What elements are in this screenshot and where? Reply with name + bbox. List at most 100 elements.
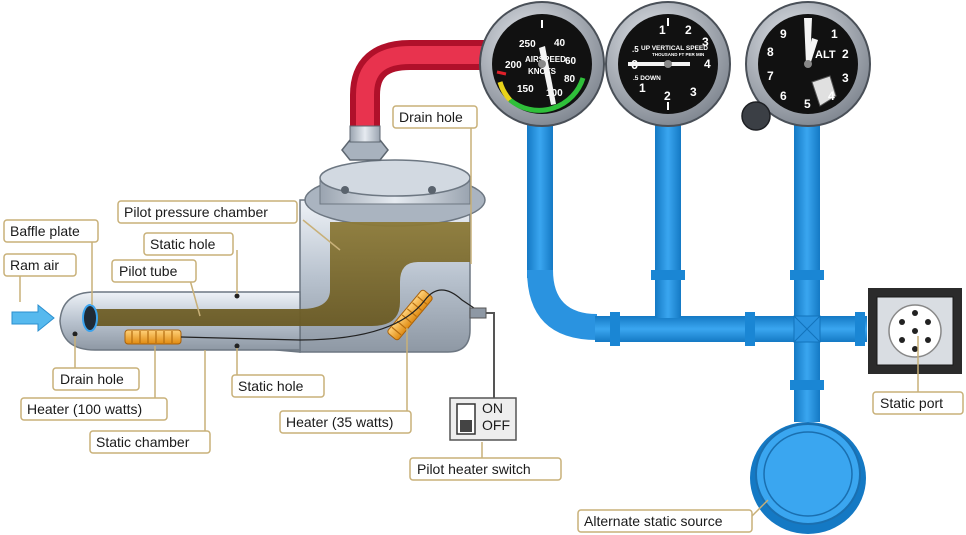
alt-num-8: 8 bbox=[767, 45, 774, 59]
airspeed-num-250: 250 bbox=[519, 39, 536, 50]
static-port-hole bbox=[925, 319, 931, 325]
label-alternate-static-source: Alternate static source bbox=[577, 509, 753, 533]
flange-bolt bbox=[428, 186, 436, 194]
pipe-cross-joint bbox=[793, 315, 821, 343]
pitot-pressure-chamber bbox=[84, 222, 470, 326]
airspeed-num-150: 150 bbox=[517, 84, 534, 95]
airspeed-yellow-arc bbox=[497, 81, 512, 102]
flange-bolt bbox=[341, 186, 349, 194]
ram-air-arrow bbox=[11, 303, 55, 333]
label-baffle-plate: Baffle plate bbox=[3, 219, 99, 243]
label-heater-35: Heater (35 watts) bbox=[279, 410, 412, 434]
static-port-hole bbox=[912, 328, 918, 334]
alternate-static-source[interactable] bbox=[750, 422, 866, 534]
pipe-airspeed-down bbox=[527, 108, 553, 278]
vsi-num-4: 4 bbox=[704, 57, 711, 71]
altimeter: 0 1 2 3 4 5 6 7 8 9 ALT bbox=[741, 1, 871, 131]
svg-text:Pilot heater switch: Pilot heater switch bbox=[417, 461, 531, 477]
alt-word: ALT bbox=[815, 49, 836, 61]
pipe-collar bbox=[790, 270, 824, 280]
vsi-down-label: .5 DOWN bbox=[633, 75, 661, 82]
wire-connector bbox=[469, 307, 487, 319]
svg-text:Baffle plate: Baffle plate bbox=[10, 223, 80, 239]
hex-fitting bbox=[341, 139, 389, 161]
alt-num-9: 9 bbox=[780, 27, 787, 41]
alt-num-3: 3 bbox=[842, 71, 849, 85]
label-drain-hole-left: Drain hole bbox=[52, 367, 140, 391]
label-static-hole-bottom: Static hole bbox=[231, 374, 325, 398]
pipe-collar bbox=[745, 312, 755, 346]
static-port bbox=[868, 288, 962, 374]
altimeter-striped-flag bbox=[811, 75, 837, 107]
alt-num-2: 2 bbox=[842, 47, 849, 61]
leader-lines bbox=[19, 127, 919, 519]
vsi-unit-label: THOUSAND FT PER MIN bbox=[652, 52, 704, 57]
switch-off-label: OFF bbox=[482, 417, 510, 433]
pipe-elbow bbox=[527, 270, 597, 340]
drain-hole bbox=[72, 331, 78, 337]
label-ram-air: Ram air bbox=[3, 253, 77, 277]
label-pilot-tube: Pilot tube bbox=[111, 259, 197, 283]
svg-text:Ram air: Ram air bbox=[10, 257, 59, 273]
label-pilot-pressure-chamber: Pilot pressure chamber bbox=[117, 200, 298, 224]
heater-wire bbox=[180, 289, 481, 341]
vsi-num-2-down: 2 bbox=[664, 89, 671, 103]
vsi-num-3-down: 3 bbox=[690, 85, 697, 99]
svg-text:Pilot tube: Pilot tube bbox=[119, 263, 178, 279]
pitot-hose-highlight bbox=[356, 46, 495, 128]
alt-num-6: 6 bbox=[780, 89, 787, 103]
pipe-collar bbox=[790, 380, 824, 390]
vsi-needle bbox=[628, 62, 690, 66]
vsi-num-half: .5 bbox=[632, 45, 639, 54]
label-heater-100: Heater (100 watts) bbox=[20, 397, 168, 421]
static-plumbing bbox=[527, 108, 867, 422]
airspeed-num-200: 200 bbox=[505, 60, 522, 71]
static-port-hole bbox=[925, 337, 931, 343]
switch-toggle[interactable] bbox=[460, 420, 472, 432]
vsi-num-2: 2 bbox=[685, 23, 692, 37]
pipe-manifold bbox=[595, 316, 867, 342]
pipe-alt-down bbox=[794, 118, 820, 318]
label-static-chamber: Static chamber bbox=[89, 430, 211, 454]
altimeter-setting-knob[interactable] bbox=[741, 101, 771, 131]
pipe-collar bbox=[610, 312, 620, 346]
airspeed-unit: KNOTS bbox=[528, 67, 557, 76]
label-pilot-heater-switch: Pilot heater switch bbox=[409, 457, 562, 481]
label-static-port: Static port bbox=[872, 391, 964, 415]
pipe-collar bbox=[651, 270, 685, 280]
pilot-heater-switch[interactable]: ON OFF bbox=[449, 397, 517, 441]
svg-text:Static chamber: Static chamber bbox=[96, 434, 190, 450]
svg-text:Static hole: Static hole bbox=[238, 378, 304, 394]
svg-text:Heater (100 watts): Heater (100 watts) bbox=[27, 401, 142, 417]
alt-num-1: 1 bbox=[831, 27, 838, 41]
airspeed-num-80: 80 bbox=[564, 74, 576, 85]
alt-num-5: 5 bbox=[804, 97, 811, 111]
svg-text:Heater (35 watts): Heater (35 watts) bbox=[286, 414, 393, 430]
svg-text:Pilot pressure chamber: Pilot pressure chamber bbox=[124, 204, 268, 220]
svg-text:Alternate static source: Alternate static source bbox=[584, 513, 723, 529]
label-static-hole-top: Static hole bbox=[143, 232, 234, 256]
airspeed-num-60: 60 bbox=[565, 56, 577, 67]
alt-num-4: 4 bbox=[828, 89, 835, 103]
vsi-up-label: UP VERTICAL SPEED bbox=[641, 45, 708, 52]
heater-100w bbox=[124, 329, 182, 345]
pipe-collar bbox=[855, 312, 865, 346]
pitot-head bbox=[59, 125, 495, 400]
airspeed-green-arc bbox=[508, 77, 586, 113]
leader-alternate-static bbox=[749, 499, 769, 519]
switch-wire bbox=[486, 312, 495, 400]
svg-text:Drain hole: Drain hole bbox=[60, 371, 124, 387]
static-port-hole bbox=[899, 319, 905, 325]
svg-text:Drain hole: Drain hole bbox=[399, 109, 463, 125]
svg-text:Static port: Static port bbox=[880, 395, 943, 411]
alt-num-7: 7 bbox=[767, 69, 774, 83]
svg-text:Static hole: Static hole bbox=[150, 236, 216, 252]
switch-on-label: ON bbox=[482, 400, 503, 416]
label-drain-hole-top: Drain hole bbox=[392, 105, 478, 129]
leader-pilot-pressure-chamber bbox=[302, 219, 341, 251]
static-hole bbox=[234, 293, 240, 299]
static-hole bbox=[234, 343, 240, 349]
airspeed-indicator: 250 200 150 40 60 80 100 AIRSPEED KNOTS bbox=[479, 1, 605, 127]
altimeter-short-hand bbox=[806, 38, 818, 62]
leader-pilot-tube bbox=[189, 279, 201, 317]
